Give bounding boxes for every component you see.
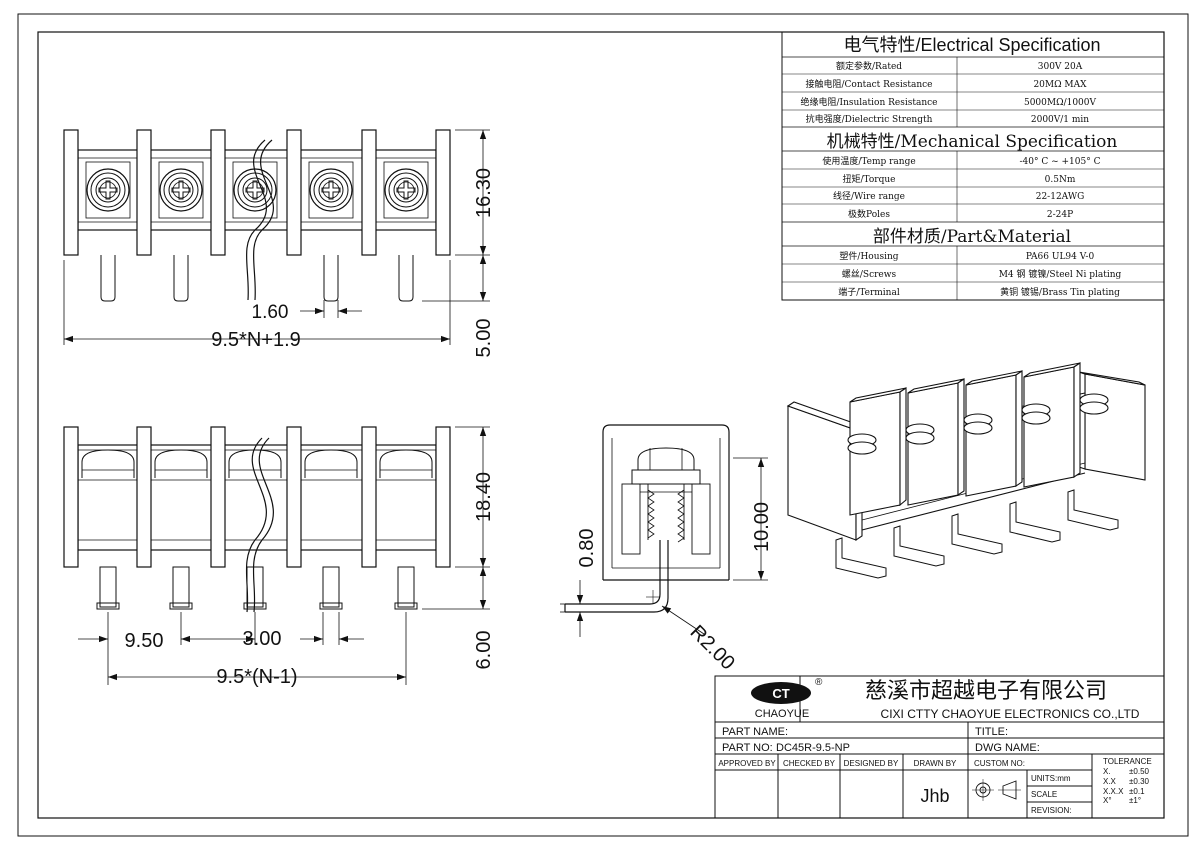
tolerance-title: TOLERANCE <box>1103 757 1152 766</box>
spec-label: 极数Poles <box>848 208 890 220</box>
outer-border <box>17 13 1189 837</box>
spec-value: 300V 20A <box>1038 62 1083 72</box>
spec-value: 黄铜 镀锡/Brass Tin plating <box>1000 286 1120 298</box>
dim-overall-length: 9.5*N+1.9 <box>211 329 301 351</box>
units-label: UNITS:mm <box>1031 774 1071 783</box>
spec-value: M4 钢 镀镍/Steel Ni plating <box>999 268 1122 280</box>
spec-label: 扭矩/Torque <box>843 173 896 185</box>
spec-value: -40° C ~ +105° C <box>1020 157 1101 167</box>
drawn-by-label: DRAWN BY <box>914 759 957 768</box>
part-no-value: DC45R-9.5-NP <box>776 742 850 754</box>
dim-front-height: 18.40 <box>473 472 495 522</box>
front-view <box>63 426 451 613</box>
spec-label: 绝缘电阻/Insulation Resistance <box>801 96 938 108</box>
spec-value: 22-12AWG <box>1036 192 1085 202</box>
spec-label: 线径/Wire range <box>833 190 905 202</box>
dim-pin-gap: 3.00 <box>243 628 282 650</box>
front-view-dimensions <box>78 426 490 685</box>
title-block <box>714 675 1165 819</box>
spec-label: 抗电强度/Dielectric Strength <box>806 113 933 125</box>
revision-label: REVISION: <box>1031 806 1071 815</box>
material-spec-title: 部件材质/Part&Material <box>873 227 1071 247</box>
tolerance-value: ±0.1 <box>1129 787 1145 796</box>
spec-value: 2000V/1 min <box>1031 115 1089 125</box>
tolerance-value: ±0.30 <box>1129 777 1150 786</box>
dim-span: 9.5*(N-1) <box>216 666 297 688</box>
spec-label: 额定参数/Rated <box>836 60 902 72</box>
dim-pitch: 9.50 <box>125 630 164 652</box>
dim-bend-radius: R2.00 <box>686 621 739 674</box>
company-name-en: CIXI CTTY CHAOYUE ELECTRONICS CO.,LTD <box>881 707 1140 721</box>
dim-front-pin-length: 6.00 <box>473 631 495 670</box>
top-view-dimensions <box>63 129 490 345</box>
electrical-spec-title: 电气特性/Electrical Specification <box>843 35 1100 55</box>
checked-by-label: CHECKED BY <box>783 759 836 768</box>
top-view <box>63 129 451 302</box>
dim-side-height: 10.00 <box>751 502 773 552</box>
part-name-label: PART NAME: <box>722 726 788 738</box>
company-logo: CT ® CHAOYUE <box>751 677 823 720</box>
mechanical-spec-title: 机械特性/Mechanical Specification <box>827 132 1118 152</box>
isometric-view <box>786 361 1146 579</box>
designed-by-label: DESIGNED BY <box>844 759 899 768</box>
custom-no-label: CUSTOM NO: <box>974 759 1025 768</box>
spec-label: 使用温度/Temp range <box>822 155 915 167</box>
dim-pin-width: 1.60 <box>252 302 289 323</box>
dim-lead-thickness: 0.80 <box>576 529 598 568</box>
tolerance-value: ±0.50 <box>1129 767 1150 776</box>
tolerance-key: X. <box>1103 767 1111 776</box>
spec-value: 0.5Nm <box>1045 175 1076 185</box>
part-no-label: PART NO: <box>722 742 773 754</box>
tolerance-key: X° <box>1103 796 1112 805</box>
dwg-name-label: DWG NAME: <box>975 742 1040 754</box>
spec-value: 5000MΩ/1000V <box>1024 98 1097 108</box>
tolerance-key: X.X.X <box>1103 787 1124 796</box>
inner-border <box>37 31 1165 819</box>
logo-glyph: CT <box>772 686 789 701</box>
dim-pin-length: 5.00 <box>473 319 495 358</box>
spec-value: 2-24P <box>1047 210 1073 220</box>
tolerance-key: X.X <box>1103 777 1117 786</box>
title-label: TITLE: <box>975 726 1008 738</box>
approved-by-label: APPROVED BY <box>718 759 776 768</box>
spec-label: 塑件/Housing <box>839 250 898 262</box>
spec-table: 电气特性/Electrical Specification 机械特性/Mecha… <box>781 31 1165 301</box>
logo-text: CHAOYUE <box>755 708 809 720</box>
projection-symbol <box>972 779 1021 801</box>
dim-top-height: 16.30 <box>473 168 495 218</box>
scale-label: SCALE <box>1031 790 1057 799</box>
spec-label: 端子/Terminal <box>838 286 900 298</box>
spec-value: 20MΩ MAX <box>1033 80 1087 90</box>
company-name-cn: 慈溪市超越电子有限公司 <box>865 678 1107 703</box>
spec-label: 螺丝/Screws <box>842 268 897 280</box>
spec-value: PA66 UL94 V-0 <box>1026 252 1095 262</box>
side-view-dimensions <box>560 457 768 637</box>
side-view <box>564 424 730 613</box>
spec-label: 接触电阻/Contact Resistance <box>806 78 933 90</box>
tolerance-value: ±1° <box>1129 796 1141 805</box>
logo-registered-mark: ® <box>815 677 823 688</box>
drawn-by-value: Jhb <box>920 786 949 806</box>
